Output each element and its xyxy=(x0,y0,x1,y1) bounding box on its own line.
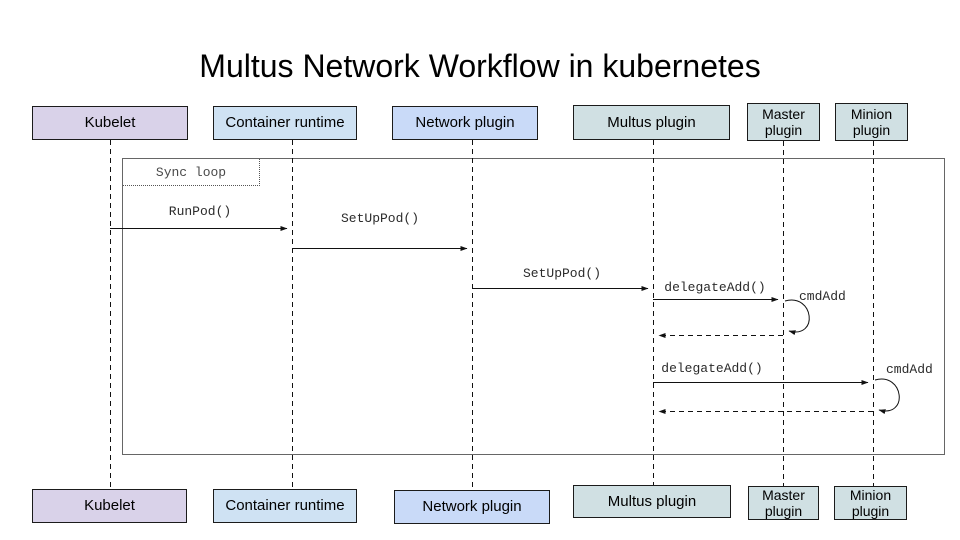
actor-kubelet-top: Kubelet xyxy=(32,106,188,140)
actor-minion-plugin-bottom: Minion plugin xyxy=(834,486,907,520)
actor-container-runtime-bottom: Container runtime xyxy=(213,489,357,523)
message-label-delegate-add-2: delegateAdd() xyxy=(661,361,763,376)
actor-label: Network plugin xyxy=(422,498,522,515)
message-label-cmd-add-1: cmdAdd xyxy=(799,289,846,304)
sync-loop-label: Sync loop xyxy=(155,164,227,180)
actor-label: Container runtime xyxy=(225,497,345,514)
message-label-cmd-add-2: cmdAdd xyxy=(886,362,933,377)
actor-container-runtime-top: Container runtime xyxy=(213,106,357,140)
actor-multus-plugin-top: Multus plugin xyxy=(573,105,730,140)
actor-label: Kubelet xyxy=(84,497,135,514)
page-title: Multus Network Workflow in kubernetes xyxy=(199,48,761,84)
actor-label: Master plugin xyxy=(762,106,805,138)
message-label-setup-pod-1: SetUpPod() xyxy=(340,211,419,226)
actor-label: Network plugin xyxy=(415,114,515,131)
actor-kubelet-bottom: Kubelet xyxy=(32,489,187,523)
message-label-delegate-add-1: delegateAdd() xyxy=(664,280,766,295)
actor-label: Master plugin xyxy=(762,487,805,519)
interaction-frame xyxy=(122,158,945,455)
actor-network-plugin-bottom: Network plugin xyxy=(394,490,550,524)
message-label-setup-pod-2: SetUpPod() xyxy=(522,266,601,281)
actor-minion-plugin-top: Minion plugin xyxy=(835,103,908,141)
actor-master-plugin-bottom: Master plugin xyxy=(748,486,819,520)
actor-label: Multus plugin xyxy=(607,113,696,131)
actor-label: Container runtime xyxy=(225,114,345,131)
actor-label: Minion plugin xyxy=(849,487,892,519)
message-label-run-pod: RunPod() xyxy=(168,204,232,219)
actor-label: Minion plugin xyxy=(850,106,893,138)
actor-label: Multus plugin xyxy=(607,492,697,510)
self-loop-cmd-add-1 xyxy=(784,299,810,336)
actor-multus-plugin-bottom: Multus plugin xyxy=(573,485,731,518)
actor-master-plugin-top: Master plugin xyxy=(747,103,820,141)
self-loop-cmd-add-2 xyxy=(874,378,900,415)
actor-label: Kubelet xyxy=(84,114,136,131)
sync-loop-fragment: Sync loop xyxy=(123,159,260,186)
actor-network-plugin-top: Network plugin xyxy=(392,106,538,140)
